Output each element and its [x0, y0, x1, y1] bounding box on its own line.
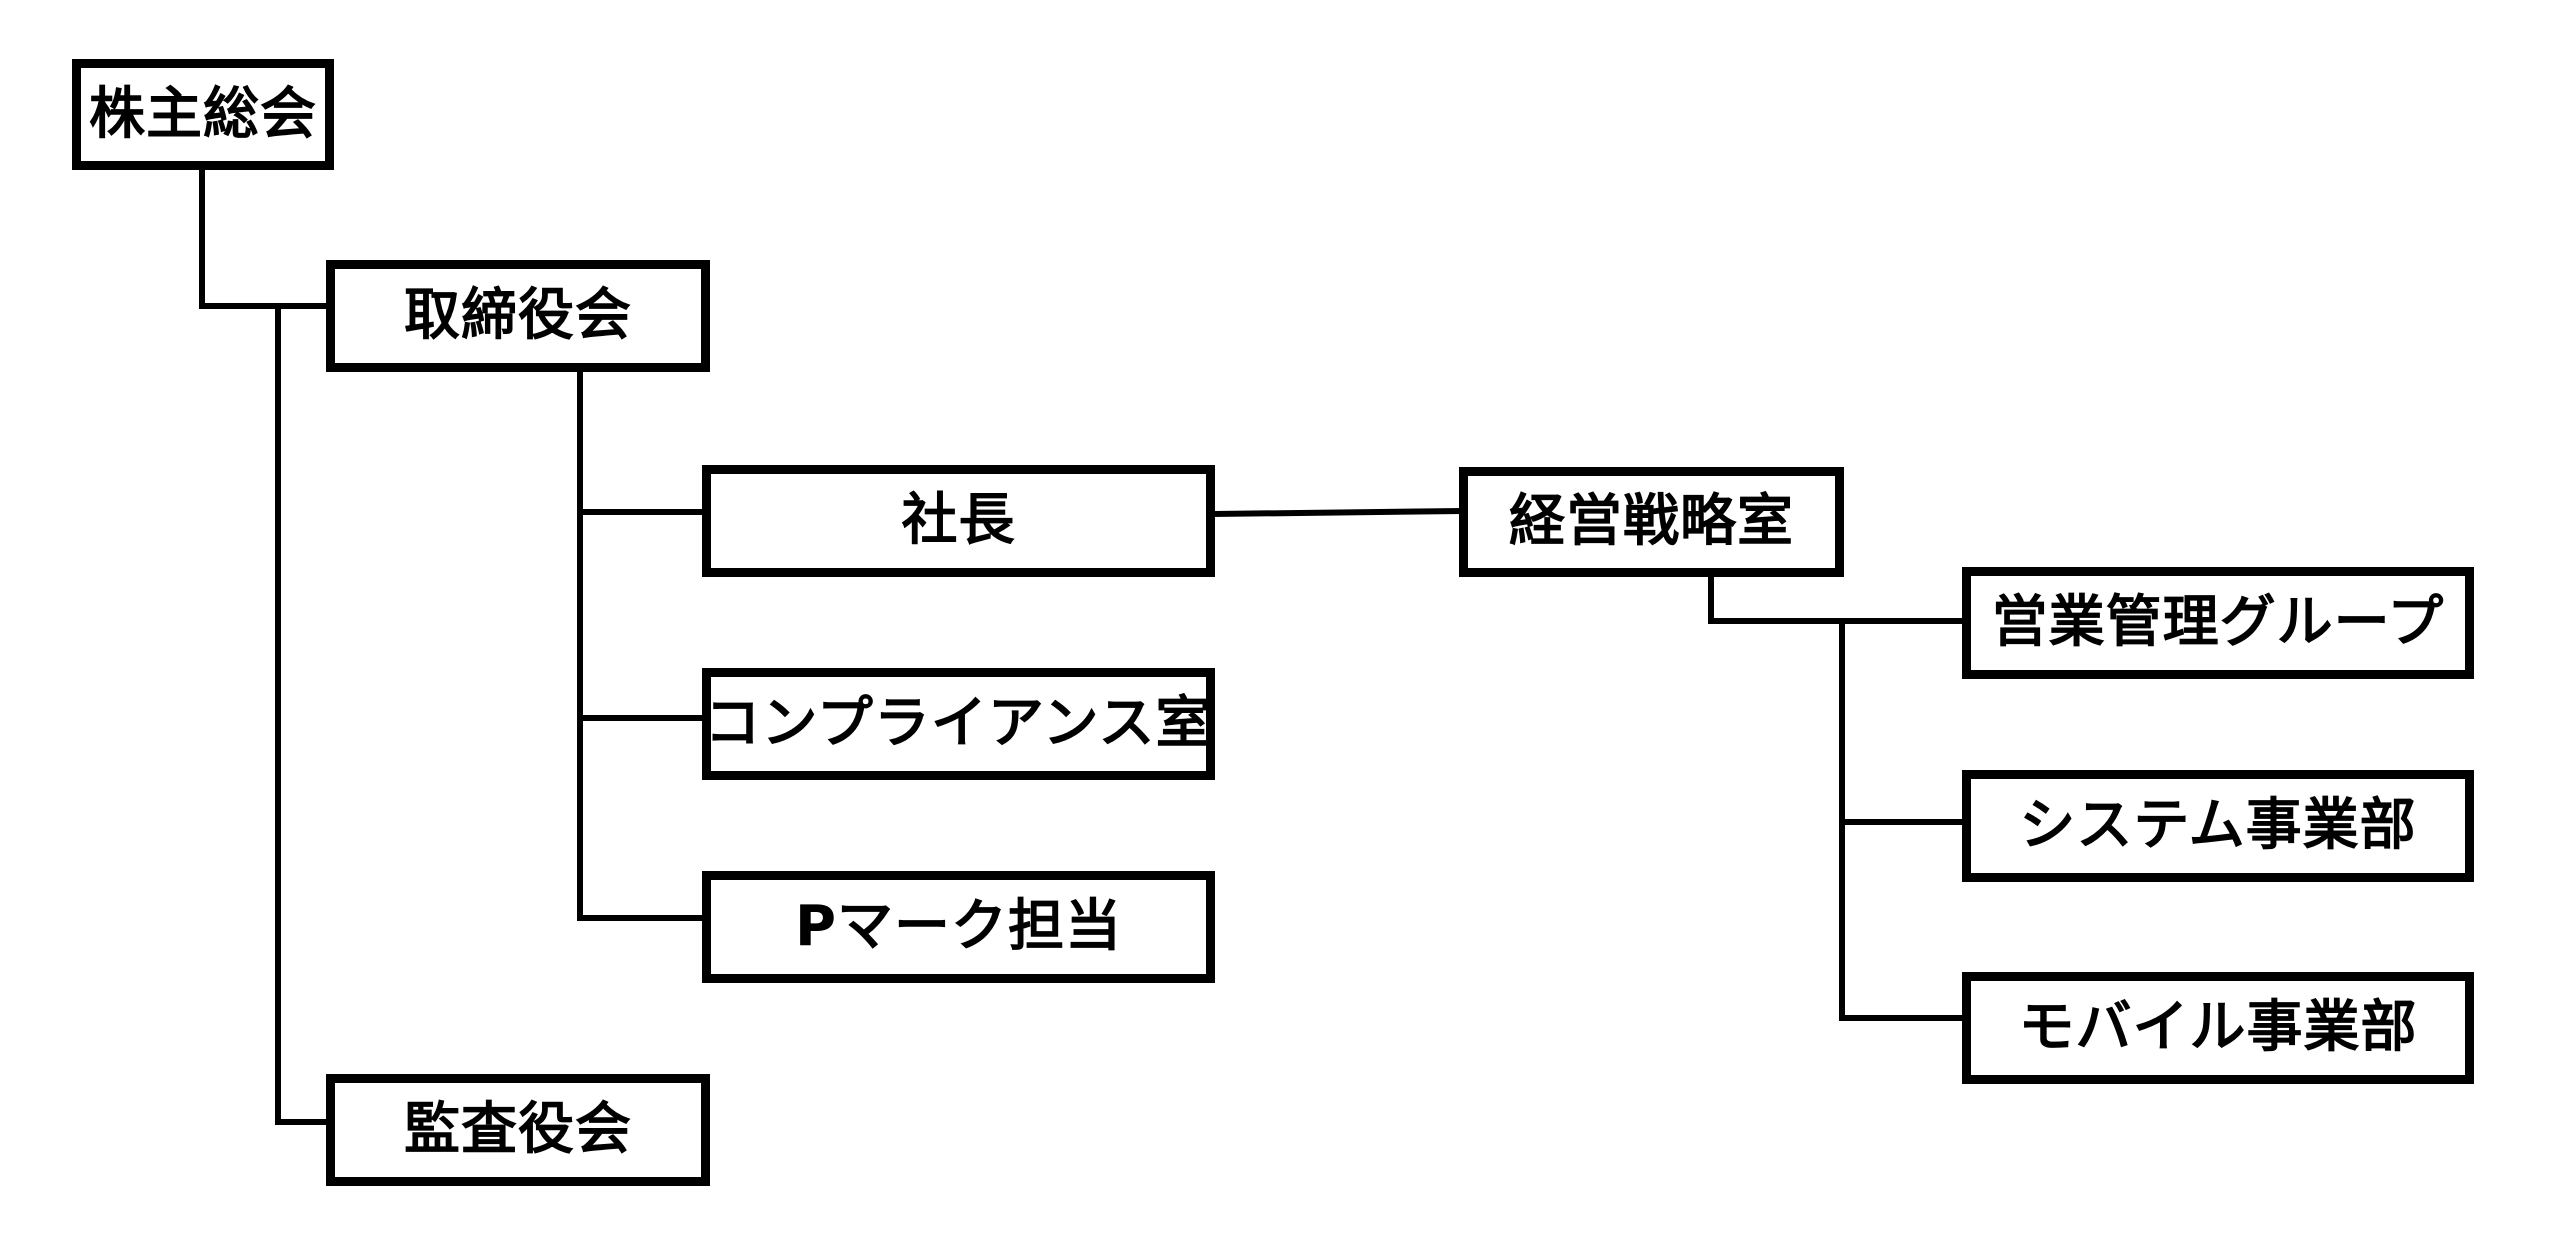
connector-strategy-mobile [1839, 819, 1965, 1021]
node-label: Pマーク担当 [794, 894, 1123, 959]
node-label: 営業管理グループ [1991, 590, 2445, 655]
connector-strategy-systems [1839, 618, 1965, 825]
connector-shareholders-board [199, 167, 329, 309]
node-label: システム事業部 [2019, 793, 2417, 858]
node-compliance-office: コンプライアンス室 [702, 668, 1215, 780]
node-shareholders-meeting: 株主総会 [72, 59, 334, 170]
connector-board-compliance [577, 509, 705, 721]
connector-shareholders-auditors [275, 303, 329, 1125]
node-president: 社長 [702, 465, 1215, 577]
node-label: 社長 [901, 488, 1016, 553]
connector-strategy-salesmgmt [1708, 574, 1965, 624]
node-systems-division: システム事業部 [1962, 770, 2474, 882]
connector-board-pmark [577, 715, 705, 921]
node-label: モバイル事業部 [2018, 995, 2418, 1060]
node-corporate-strategy-office: 経営戦略室 [1459, 467, 1844, 577]
node-label: 株主総会 [89, 81, 317, 147]
node-mobile-division: モバイル事業部 [1962, 972, 2474, 1084]
node-label: コンプライアンス室 [704, 691, 1213, 756]
node-label: 取締役会 [404, 283, 632, 348]
node-pmark-officer: Pマーク担当 [702, 871, 1215, 983]
node-board-of-directors: 取締役会 [326, 260, 710, 372]
connector-president-strategy [1211, 507, 1463, 518]
node-label: 監査役会 [404, 1097, 632, 1162]
connector-board-president [577, 369, 705, 515]
node-board-of-auditors: 監査役会 [326, 1074, 710, 1186]
node-label: 経営戦略室 [1509, 489, 1794, 554]
node-sales-management-group: 営業管理グループ [1962, 567, 2474, 679]
